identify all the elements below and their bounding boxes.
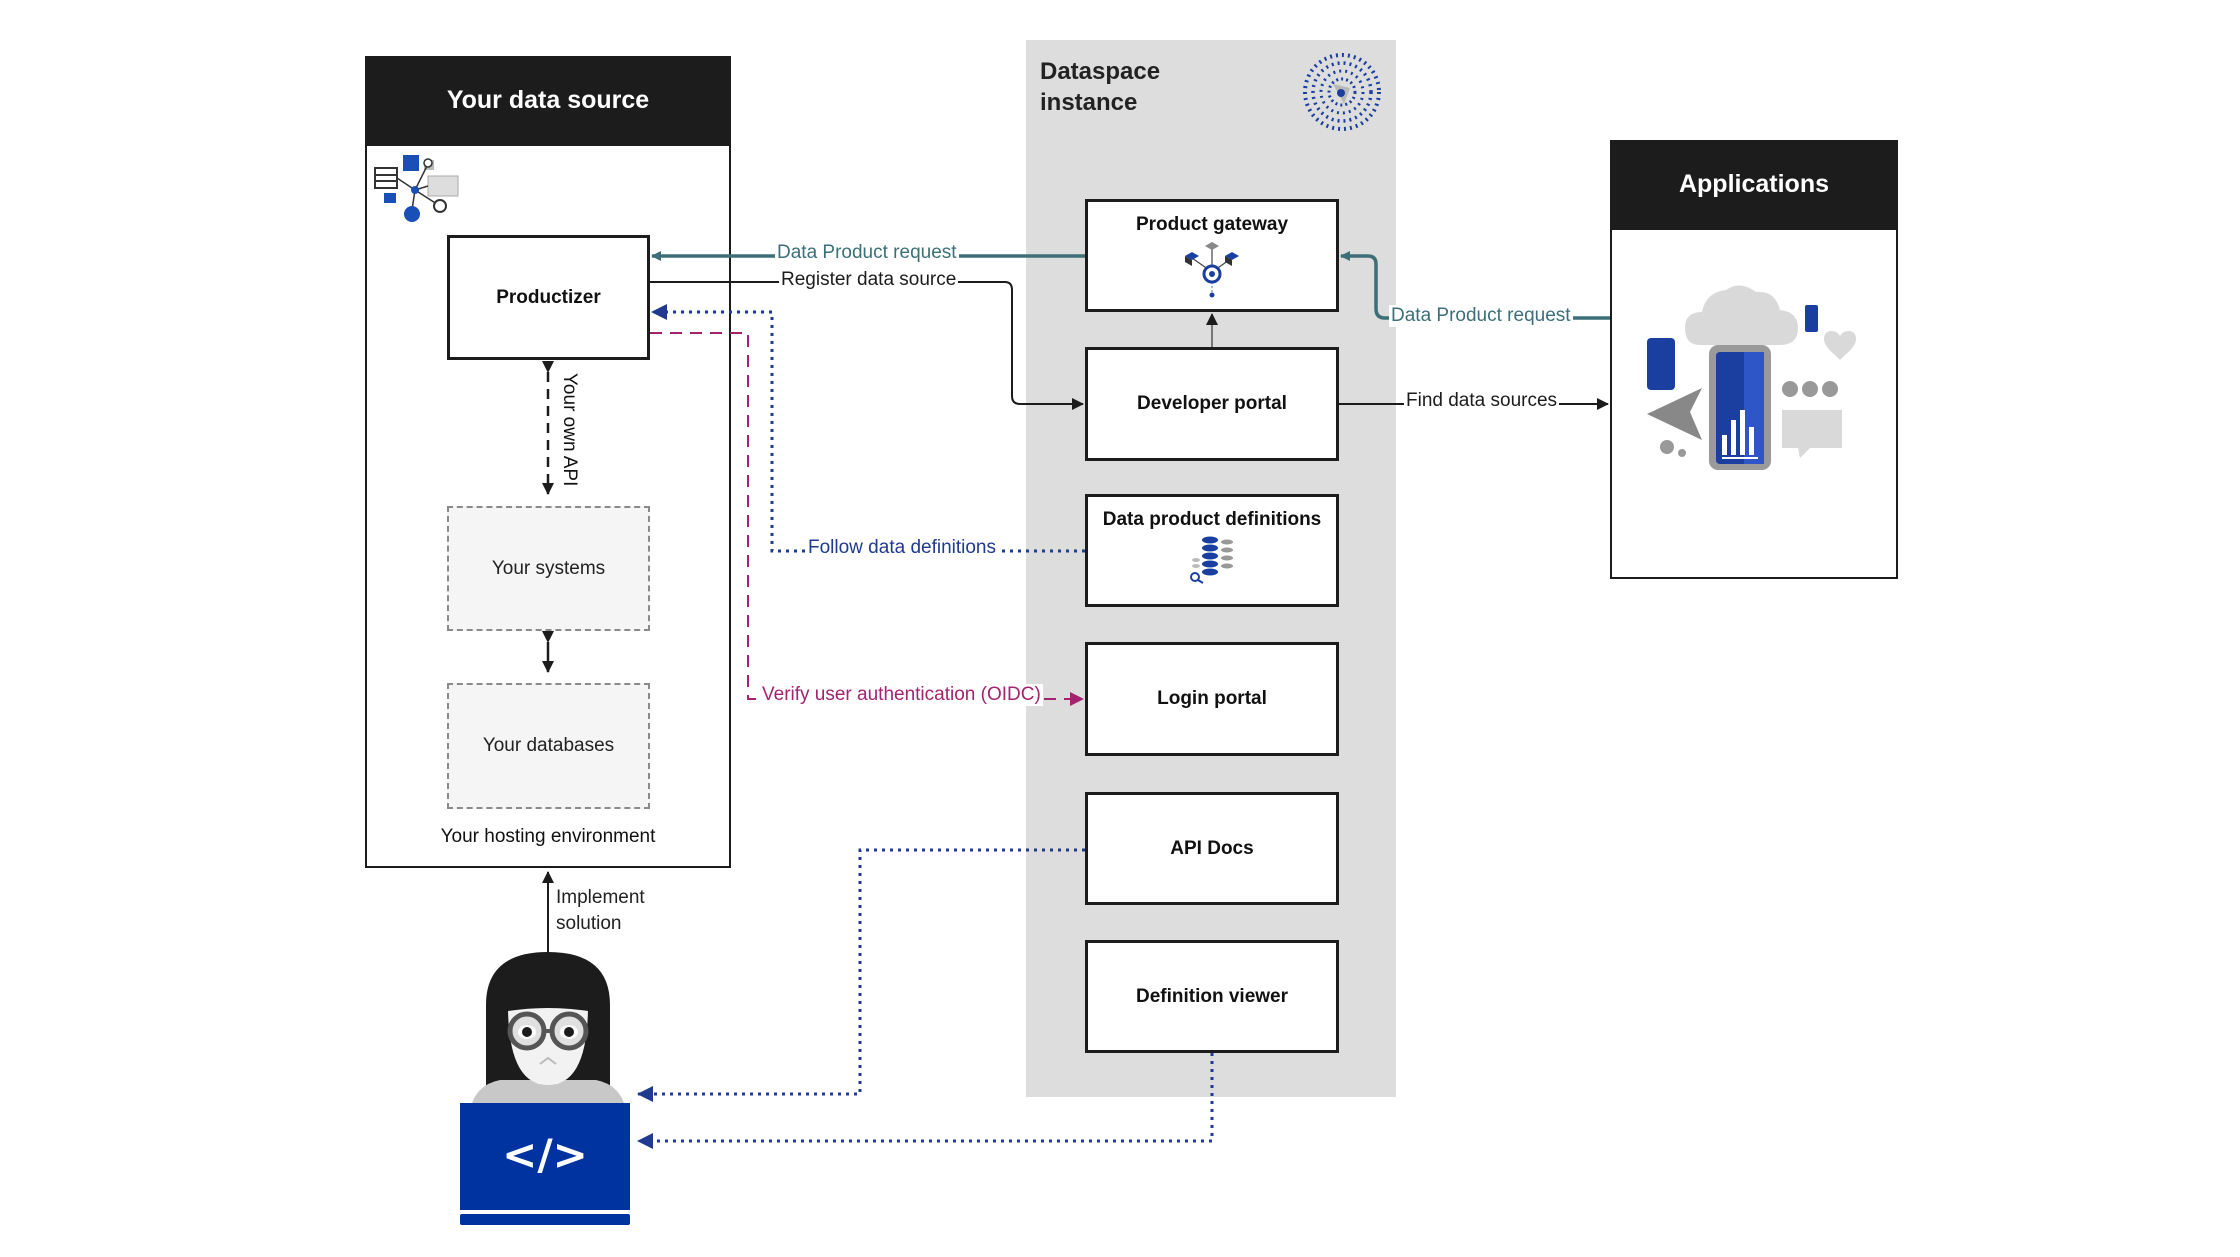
network-nodes-icon (374, 155, 459, 222)
dataspace-title: Dataspace instance (1040, 56, 1160, 118)
api-docs-to-developer-arrow (637, 848, 1085, 1102)
data-product-request-label: Data Product request (775, 242, 959, 264)
developer-avatar-icon (470, 952, 626, 1110)
implement-solution-label: Implement solution (556, 885, 645, 937)
developer-portal-box: Developer portal (1085, 347, 1339, 461)
verify-auth-label: Verify user authentication (OIDC) (760, 684, 1043, 706)
follow-definitions-label: Follow data definitions (806, 537, 998, 559)
dataspace-title-line2: instance (1040, 89, 1138, 116)
api-docs-box: API Docs (1085, 792, 1339, 905)
find-data-sources-label: Find data sources (1404, 390, 1560, 412)
applications-header: Applications (1610, 140, 1898, 228)
productizer-box: Productizer (447, 235, 650, 360)
phone-chart-icon (1647, 285, 1856, 470)
app-data-product-request-arrow (1340, 251, 1610, 320)
database-stack-icon (1190, 536, 1233, 584)
data-source-header: Your data source (365, 56, 731, 144)
login-portal-box: Login portal (1085, 642, 1339, 756)
own-api-label: Your own API (559, 373, 580, 487)
implement-line2: solution (556, 913, 622, 934)
your-systems-box: Your systems (447, 506, 650, 631)
your-databases-box: Your databases (447, 683, 650, 809)
gateway-cubes-icon (1185, 242, 1239, 298)
definition-viewer-box: Definition viewer (1085, 940, 1339, 1053)
code-symbol: </> (502, 1130, 588, 1179)
dotted-globe-icon (1303, 53, 1381, 131)
register-data-source-label: Register data source (779, 269, 959, 291)
app-data-product-request-label: Data Product request (1389, 305, 1573, 327)
verify-auth-arrow (650, 332, 1084, 706)
follow-definitions-arrow (651, 304, 1085, 553)
code-laptop-icon (460, 1103, 630, 1225)
implement-line1: Implement (556, 887, 645, 908)
definition-viewer-to-developer-arrow (637, 1053, 1214, 1149)
dataspace-title-line1: Dataspace (1040, 58, 1161, 85)
register-data-source-arrow (650, 281, 1084, 410)
hosting-environment-label: Your hosting environment (440, 826, 656, 847)
